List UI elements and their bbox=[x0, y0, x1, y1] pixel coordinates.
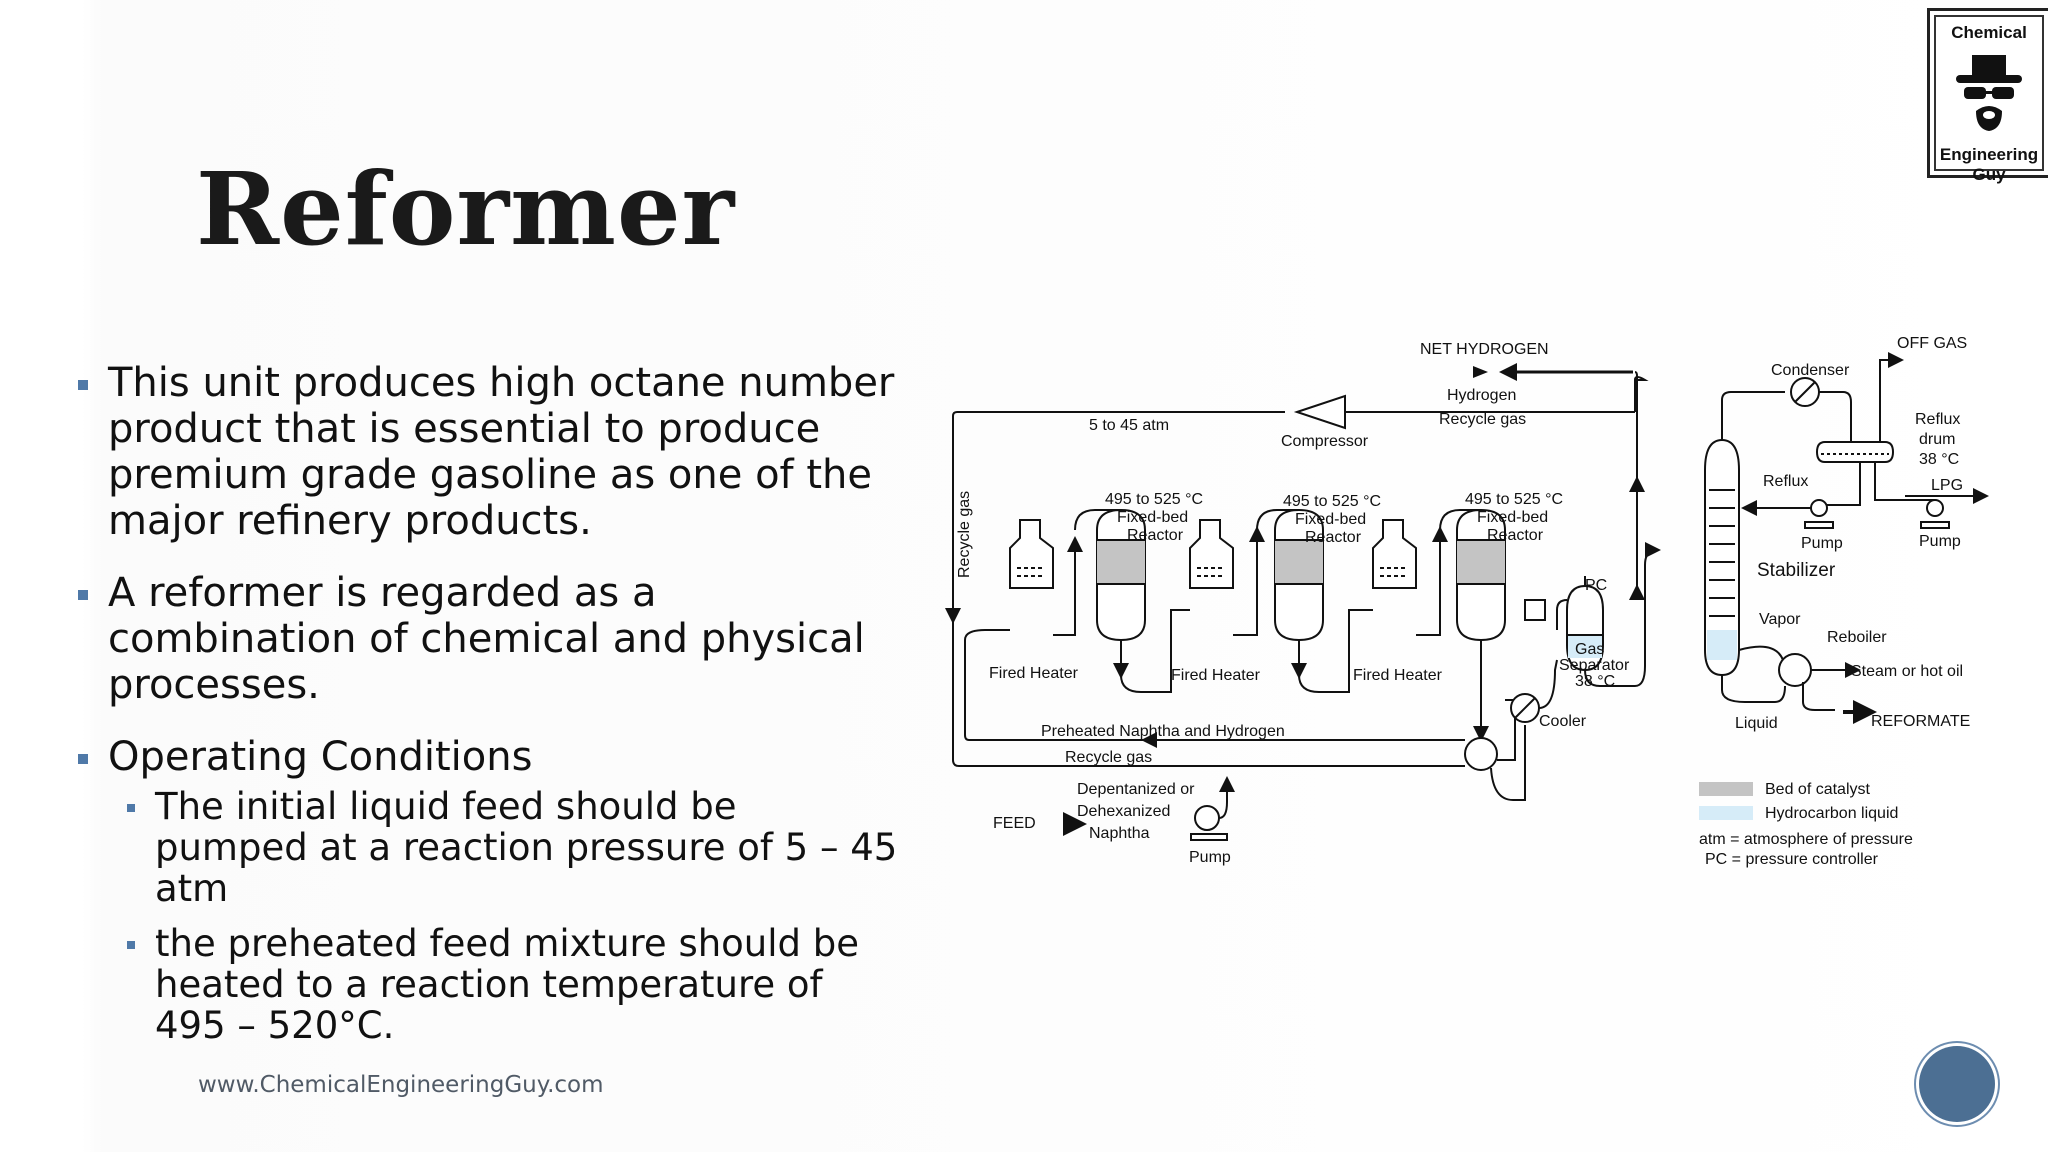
reboiler-symbol bbox=[1778, 653, 1812, 687]
label-pc: PC bbox=[1585, 577, 1607, 594]
logo-text-top: Chemical bbox=[1951, 23, 2027, 42]
label-reactor-1-temp: 495 to 525 °C bbox=[1105, 491, 1203, 508]
label-reactor-1-type: Fixed-bed bbox=[1117, 509, 1188, 526]
label-reactor-2: Reactor bbox=[1305, 529, 1362, 546]
bullet-item: A reformer is regarded as a combination … bbox=[78, 570, 898, 708]
fired-heater-3 bbox=[1372, 519, 1417, 589]
label-pressure: 5 to 45 atm bbox=[1089, 417, 1169, 434]
label-reformate: REFORMATE bbox=[1871, 713, 1970, 730]
diagram-legend: Bed of catalyst Hydrocarbon liquid atm =… bbox=[1699, 781, 1913, 868]
label-cooler: Cooler bbox=[1539, 713, 1587, 730]
label-condenser: Condenser bbox=[1771, 362, 1850, 379]
legend-swatch-catalyst bbox=[1699, 782, 1753, 796]
reflux-pump bbox=[1810, 499, 1828, 517]
label-naphtha: Naphtha bbox=[1089, 825, 1150, 842]
footer-url[interactable]: www.ChemicalEngineeringGuy.com bbox=[198, 1072, 604, 1098]
brand-logo: Chemical Engineering Guy bbox=[1927, 8, 2048, 184]
label-feed: FEED bbox=[993, 815, 1036, 832]
label-compressor: Compressor bbox=[1281, 433, 1369, 450]
fired-heater-2 bbox=[1189, 519, 1234, 589]
label-fired-heater-3: Fired Heater bbox=[1353, 667, 1443, 684]
label-separator-temp: 38 °C bbox=[1575, 673, 1615, 690]
label-off-gas: OFF GAS bbox=[1897, 335, 1967, 352]
label-lpg: LPG bbox=[1931, 477, 1963, 494]
label-pump-feed: Pump bbox=[1189, 849, 1231, 866]
reactor-3 bbox=[1456, 508, 1506, 642]
bullet-item: This unit produces high octane number pr… bbox=[78, 360, 898, 544]
label-separator: Separator bbox=[1559, 657, 1630, 674]
label-net-hydrogen: NET HYDROGEN bbox=[1420, 341, 1549, 358]
legend-pc: PC = pressure controller bbox=[1705, 851, 1879, 868]
reformer-process-diagram: NET HYDROGEN OFF GAS Condenser Reflux dr… bbox=[945, 335, 1989, 868]
reflux-drum bbox=[1815, 441, 1895, 463]
stabilizer-column bbox=[1704, 438, 1740, 677]
label-stabilizer: Stabilizer bbox=[1757, 560, 1836, 581]
lpg-pump bbox=[1926, 499, 1944, 517]
logo-text-bottom: Engineering Guy bbox=[1939, 145, 2039, 184]
label-reactor-3-type: Fixed-bed bbox=[1477, 509, 1548, 526]
label-dehexanized: Dehexanized bbox=[1077, 803, 1170, 820]
logo-frame bbox=[1934, 15, 2044, 171]
preheated-feed-line bbox=[964, 629, 1465, 741]
label-pump-reflux: Pump bbox=[1801, 535, 1843, 552]
label-depentanized: Depentanized or bbox=[1077, 781, 1195, 798]
label-steam: Steam or hot oil bbox=[1851, 663, 1963, 680]
label-fired-heater-1: Fired Heater bbox=[989, 665, 1079, 682]
hat-glasses-icon bbox=[1956, 55, 2022, 131]
label-recycle-gas-side: Recycle gas bbox=[956, 491, 973, 578]
label-reactor-3-temp: 495 to 525 °C bbox=[1465, 491, 1563, 508]
compressor-symbol bbox=[1293, 394, 1346, 430]
label-gas: Gas bbox=[1575, 641, 1604, 658]
bullet-item: Operating Conditions bbox=[78, 734, 898, 780]
label-pump-lpg: Pump bbox=[1919, 533, 1961, 550]
legend-swatch-liquid bbox=[1699, 806, 1753, 820]
label-liquid: Liquid bbox=[1735, 715, 1778, 732]
label-reactor-2-temp: 495 to 525 °C bbox=[1283, 493, 1381, 510]
reactor-2 bbox=[1274, 508, 1324, 642]
label-reflux-drum-temp: 38 °C bbox=[1919, 451, 1959, 468]
feed-pump bbox=[1194, 805, 1220, 831]
label-recycle-gas-top: Recycle gas bbox=[1439, 411, 1526, 428]
label-vapor: Vapor bbox=[1759, 611, 1801, 628]
nav-circle-button[interactable] bbox=[1919, 1046, 1995, 1122]
legend-atm: atm = atmosphere of pressure bbox=[1699, 831, 1913, 848]
gas-separator bbox=[1566, 584, 1604, 672]
sub-bullet-item: the preheated feed mixture should be hea… bbox=[125, 923, 898, 1046]
sub-bullet-item: The initial liquid feed should be pumped… bbox=[125, 786, 898, 909]
reactor-1 bbox=[1096, 508, 1146, 642]
bullet-list: This unit produces high octane number pr… bbox=[78, 360, 898, 1060]
label-reactor-2-type: Fixed-bed bbox=[1295, 511, 1366, 528]
label-reactor-1: Reactor bbox=[1127, 527, 1184, 544]
fired-heater-1 bbox=[1009, 519, 1054, 589]
label-reflux-drum-2: drum bbox=[1919, 431, 1955, 448]
label-reflux: Reflux bbox=[1763, 473, 1808, 490]
legend-catalyst: Bed of catalyst bbox=[1765, 781, 1871, 798]
label-fired-heater-2: Fired Heater bbox=[1171, 667, 1261, 684]
label-recycle-gas-bottom: Recycle gas bbox=[1065, 749, 1152, 766]
label-hydrogen: Hydrogen bbox=[1447, 387, 1516, 404]
slide-title: Reformer bbox=[196, 150, 736, 268]
label-reboiler: Reboiler bbox=[1827, 629, 1887, 646]
legend-hc-liquid: Hydrocarbon liquid bbox=[1765, 805, 1898, 822]
label-preheated: Preheated Naphtha and Hydrogen bbox=[1041, 723, 1285, 740]
label-reactor-3: Reactor bbox=[1487, 527, 1544, 544]
heat-exchanger bbox=[1464, 737, 1498, 771]
label-reflux-drum: Reflux bbox=[1915, 411, 1960, 428]
